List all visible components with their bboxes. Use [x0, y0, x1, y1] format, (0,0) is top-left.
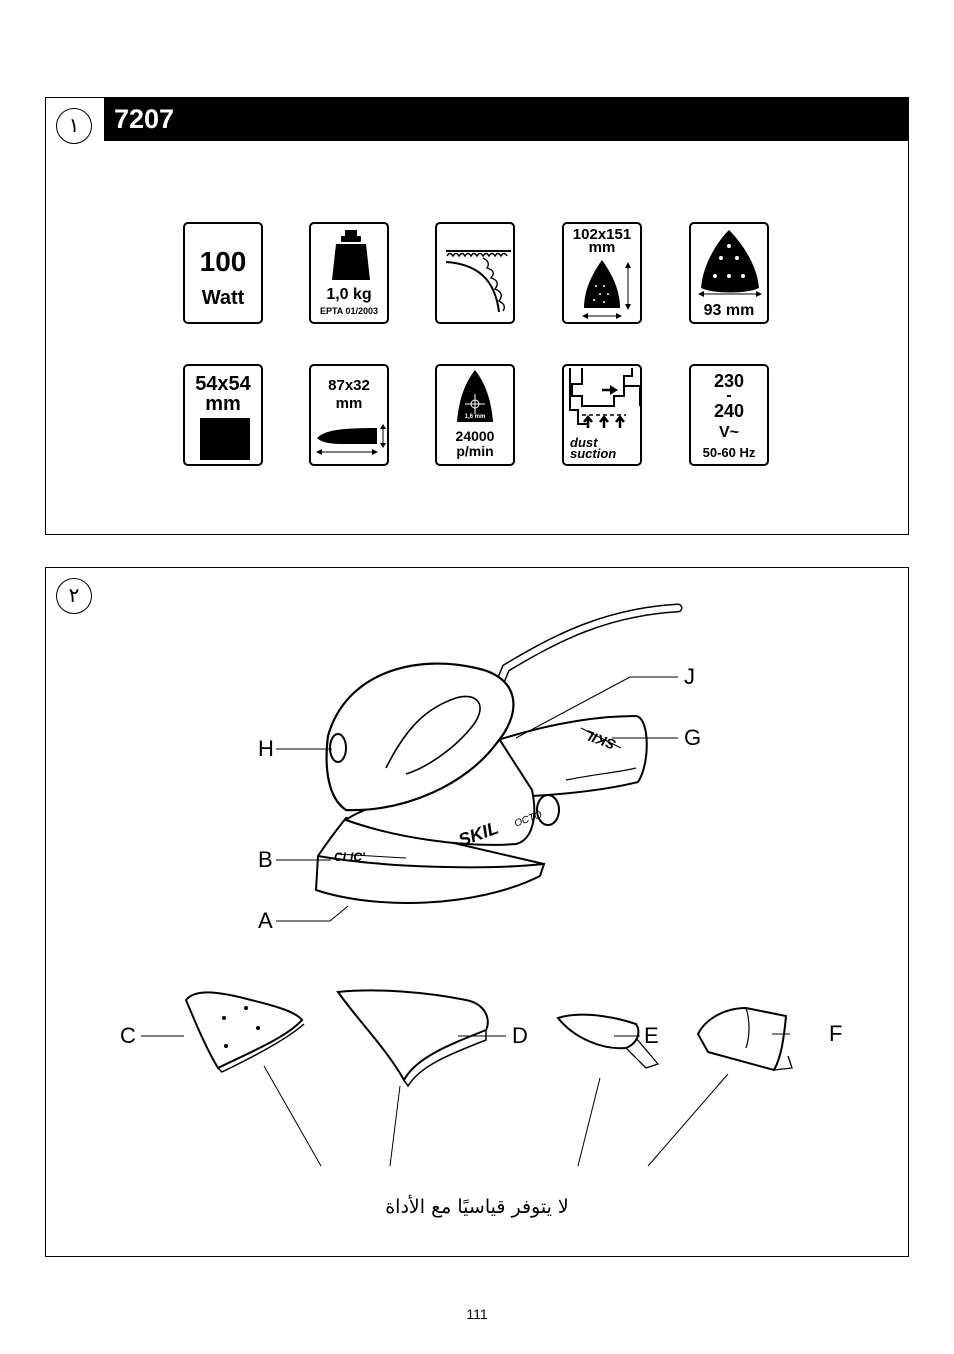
corner-sheet-spec: 54x54 mm [183, 364, 263, 466]
finger-sheet-icon [316, 424, 386, 455]
pad-spec: 93 mm [689, 222, 769, 324]
panel-number: ١ [56, 108, 92, 144]
voltage-high: 240 [713, 401, 745, 421]
suction-label: suction [570, 446, 617, 461]
specs-panel: ١ 7207 100 Watt 1,0 kg EPTA 01/2003 102x… [45, 97, 909, 535]
callout-A: A [258, 908, 273, 933]
weight-value: 1,0 kg [326, 286, 372, 303]
corner-dims: 54x54 [195, 373, 251, 395]
speed-value: 24000 [455, 428, 495, 444]
callout-E: E [644, 1023, 659, 1048]
tool-overview-panel: ٢ [45, 567, 909, 1257]
power-value: 100 [199, 246, 247, 277]
dust-label: dust [570, 435, 598, 450]
speed-unit: p/min [456, 443, 494, 459]
clic-label: CLIC' [334, 850, 365, 864]
accessory-note: لا يتوفر قياسيًا مع الأداة [385, 1196, 569, 1218]
finger-dims: 87x32 [328, 377, 370, 394]
frequency: 50-60 Hz [702, 445, 756, 460]
weight-icon [332, 230, 370, 280]
dust-suction-icon [569, 368, 640, 428]
callout-D: D [512, 1023, 528, 1048]
callout-G: G [684, 725, 702, 750]
sheet-size-spec: 102x151 mm [562, 222, 642, 324]
sander-drawing [141, 603, 793, 1167]
weight-note: EPTA 01/2003 [319, 306, 379, 316]
weight-spec: 1,0 kg EPTA 01/2003 [309, 222, 389, 324]
title-bar: 7207 [104, 98, 908, 141]
cord-icon [445, 250, 511, 313]
sheet-shape-icon [582, 260, 631, 319]
voltage-ac-unit: V~ [718, 424, 739, 441]
panel-number: ٢ [56, 578, 92, 614]
sheet-unit: mm [588, 239, 616, 256]
power-unit: Watt [201, 287, 245, 309]
callout-J: J [684, 664, 695, 689]
voltage-low: 230 [713, 371, 745, 391]
cord-spec [435, 222, 515, 324]
power-spec: 100 Watt [183, 222, 263, 324]
callout-C: C [120, 1023, 136, 1048]
voltage-spec: 230 - 240 V~ 50-60 Hz [689, 364, 769, 466]
pad-size: 93 mm [703, 302, 755, 319]
callout-H: H [258, 736, 274, 761]
orbit-sheet-icon [457, 370, 493, 422]
callout-B: B [258, 847, 273, 872]
model-title: 7207 [114, 104, 175, 134]
speed-spec: 1,6 mm 24000 p/min [435, 364, 515, 466]
sheet-dims: 102x151 [572, 226, 632, 243]
finger-unit: mm [335, 395, 363, 412]
square-sheet-icon [200, 418, 250, 460]
orbit-value: 1,6 mm [464, 414, 486, 420]
corner-unit: mm [205, 393, 241, 415]
finger-sheet-spec: 87x32 mm [309, 364, 389, 466]
voltage-dash: - [726, 387, 732, 404]
dust-suction-spec: dust suction [562, 364, 642, 466]
callout-F: F [829, 1021, 843, 1046]
pad-icon [698, 230, 762, 297]
page-number: 111 [466, 1306, 488, 1322]
